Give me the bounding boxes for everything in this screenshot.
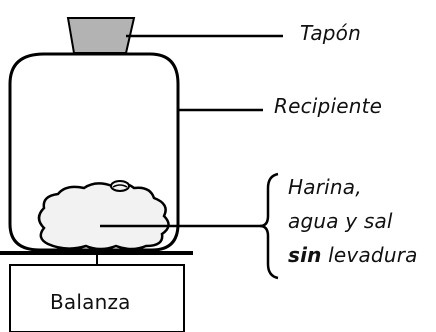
scale-box: [9, 264, 185, 332]
dough-cloud: [37, 182, 170, 251]
dough-bubble-crease: [112, 184, 128, 188]
dough-label-emphasis: sin: [288, 243, 322, 267]
dough-label-line3-rest: levadura: [321, 243, 418, 267]
dough-label-line3: sin levadura: [288, 242, 418, 268]
dough-label-line1: Harina,: [288, 175, 362, 199]
container-label: Recipiente: [274, 94, 383, 118]
scale-label: Balanza: [50, 290, 131, 314]
dough-label-line2: agua y sal: [288, 209, 393, 233]
dough-bubble: [110, 180, 130, 192]
cap-shape: [66, 17, 136, 54]
dough-label-brace: [259, 172, 279, 280]
cap-label: Tapón: [300, 21, 361, 45]
